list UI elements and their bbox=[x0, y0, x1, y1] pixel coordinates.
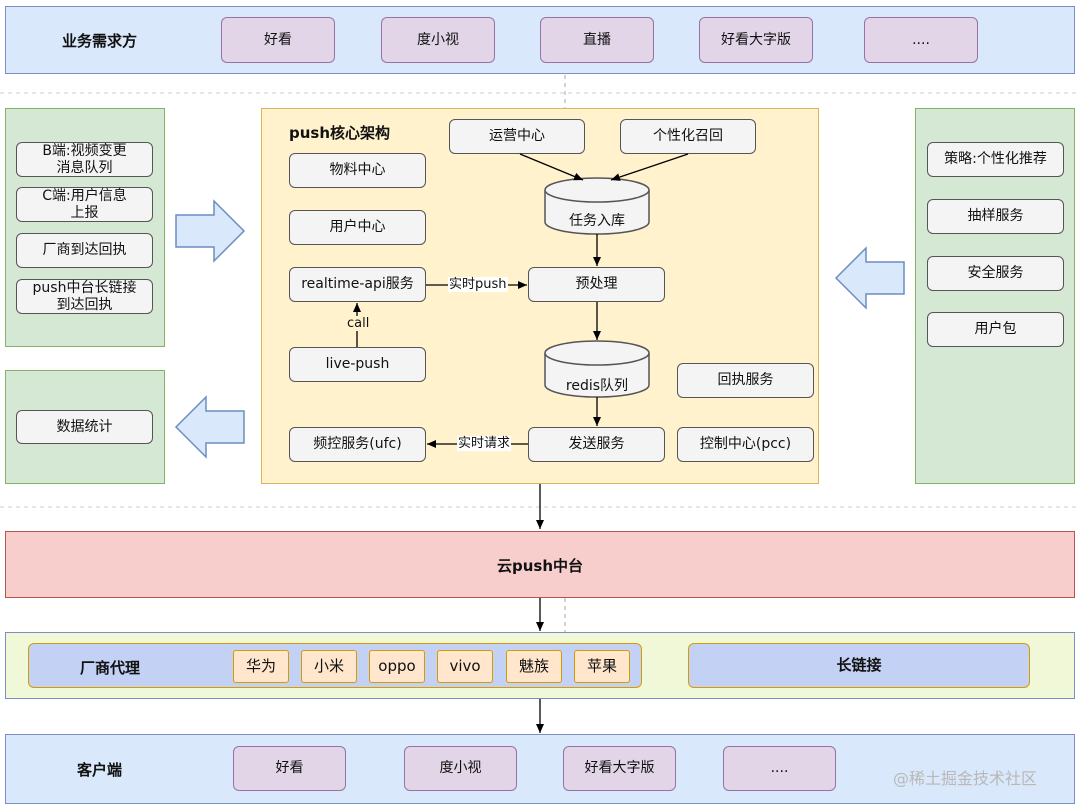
client-item-more[interactable]: .... bbox=[723, 746, 836, 791]
arrow-to-statistics bbox=[174, 395, 245, 459]
task-db-label[interactable]: 任务入库 bbox=[569, 213, 625, 229]
material-center[interactable]: 物料中心 bbox=[289, 153, 426, 188]
demand-item-duxiaoshi[interactable]: 度小视 bbox=[381, 17, 495, 63]
client-item-haokan[interactable]: 好看 bbox=[233, 746, 346, 791]
demand-item-live[interactable]: 直播 bbox=[540, 17, 654, 63]
arrow-into-core bbox=[175, 199, 246, 263]
client-item-duxiaoshi[interactable]: 度小视 bbox=[404, 746, 517, 791]
send-service[interactable]: 发送服务 bbox=[528, 427, 665, 462]
data-statistics-box[interactable]: 数据统计 bbox=[16, 410, 153, 444]
long-link-box[interactable]: 长链接 bbox=[688, 643, 1030, 688]
service-user-package[interactable]: 用户包 bbox=[927, 312, 1064, 347]
demand-item-haokan[interactable]: 好看 bbox=[221, 17, 335, 63]
service-sampling[interactable]: 抽样服务 bbox=[927, 199, 1064, 234]
operation-center[interactable]: 运营中心 bbox=[449, 119, 585, 154]
source-c-end[interactable]: C端:用户信息 上报 bbox=[16, 187, 153, 222]
vendor-meizu[interactable]: 魅族 bbox=[506, 650, 562, 683]
label-realtime-push: 实时push bbox=[448, 277, 508, 292]
demand-item-haokan-large[interactable]: 好看大字版 bbox=[699, 17, 813, 63]
edge-recall-to-task bbox=[610, 153, 689, 181]
cloud-push-title: 云push中台 bbox=[496, 556, 584, 575]
vendor-apple[interactable]: 苹果 bbox=[574, 650, 630, 683]
vendor-huawei[interactable]: 华为 bbox=[233, 650, 289, 683]
vendor-vivo[interactable]: vivo bbox=[437, 650, 493, 683]
source-longlink-receipt[interactable]: push中台长链接 到达回执 bbox=[16, 279, 153, 314]
vendor-oppo[interactable]: oppo bbox=[369, 650, 425, 683]
label-realtime-request: 实时请求 bbox=[457, 436, 512, 451]
freq-control-service[interactable]: 频控服务(ufc) bbox=[289, 427, 426, 462]
edge-operation-to-task bbox=[519, 153, 584, 181]
receipt-service[interactable]: 回执服务 bbox=[677, 363, 814, 398]
vendor-proxy-title: 厂商代理 bbox=[80, 658, 141, 677]
preprocess[interactable]: 预处理 bbox=[528, 267, 665, 302]
client-item-haokan-large[interactable]: 好看大字版 bbox=[563, 746, 676, 791]
user-center[interactable]: 用户中心 bbox=[289, 210, 426, 245]
business-demand-title: 业务需求方 bbox=[62, 31, 138, 50]
arrow-from-services bbox=[834, 246, 905, 310]
cloud-push-band bbox=[5, 531, 1075, 598]
source-vendor-receipt[interactable]: 厂商到达回执 bbox=[16, 233, 153, 268]
service-security[interactable]: 安全服务 bbox=[927, 256, 1064, 291]
source-b-end[interactable]: B端:视频变更 消息队列 bbox=[16, 142, 153, 177]
watermark: @稀土掘金技术社区 bbox=[893, 769, 1038, 788]
redis-queue-label[interactable]: redis队列 bbox=[565, 378, 629, 394]
live-push[interactable]: live-push bbox=[289, 347, 426, 382]
control-center[interactable]: 控制中心(pcc) bbox=[677, 427, 814, 462]
client-band bbox=[5, 734, 1075, 804]
task-db-cylinder bbox=[544, 177, 650, 235]
demand-item-more[interactable]: .... bbox=[864, 17, 978, 63]
label-call: call bbox=[346, 316, 371, 331]
personal-recall[interactable]: 个性化召回 bbox=[620, 119, 756, 154]
service-strategy[interactable]: 策略:个性化推荐 bbox=[927, 142, 1064, 177]
client-title: 客户端 bbox=[77, 760, 123, 779]
push-core-title: push核心架构 bbox=[289, 123, 391, 142]
realtime-api-service[interactable]: realtime-api服务 bbox=[289, 267, 426, 302]
vendor-xiaomi[interactable]: 小米 bbox=[301, 650, 357, 683]
